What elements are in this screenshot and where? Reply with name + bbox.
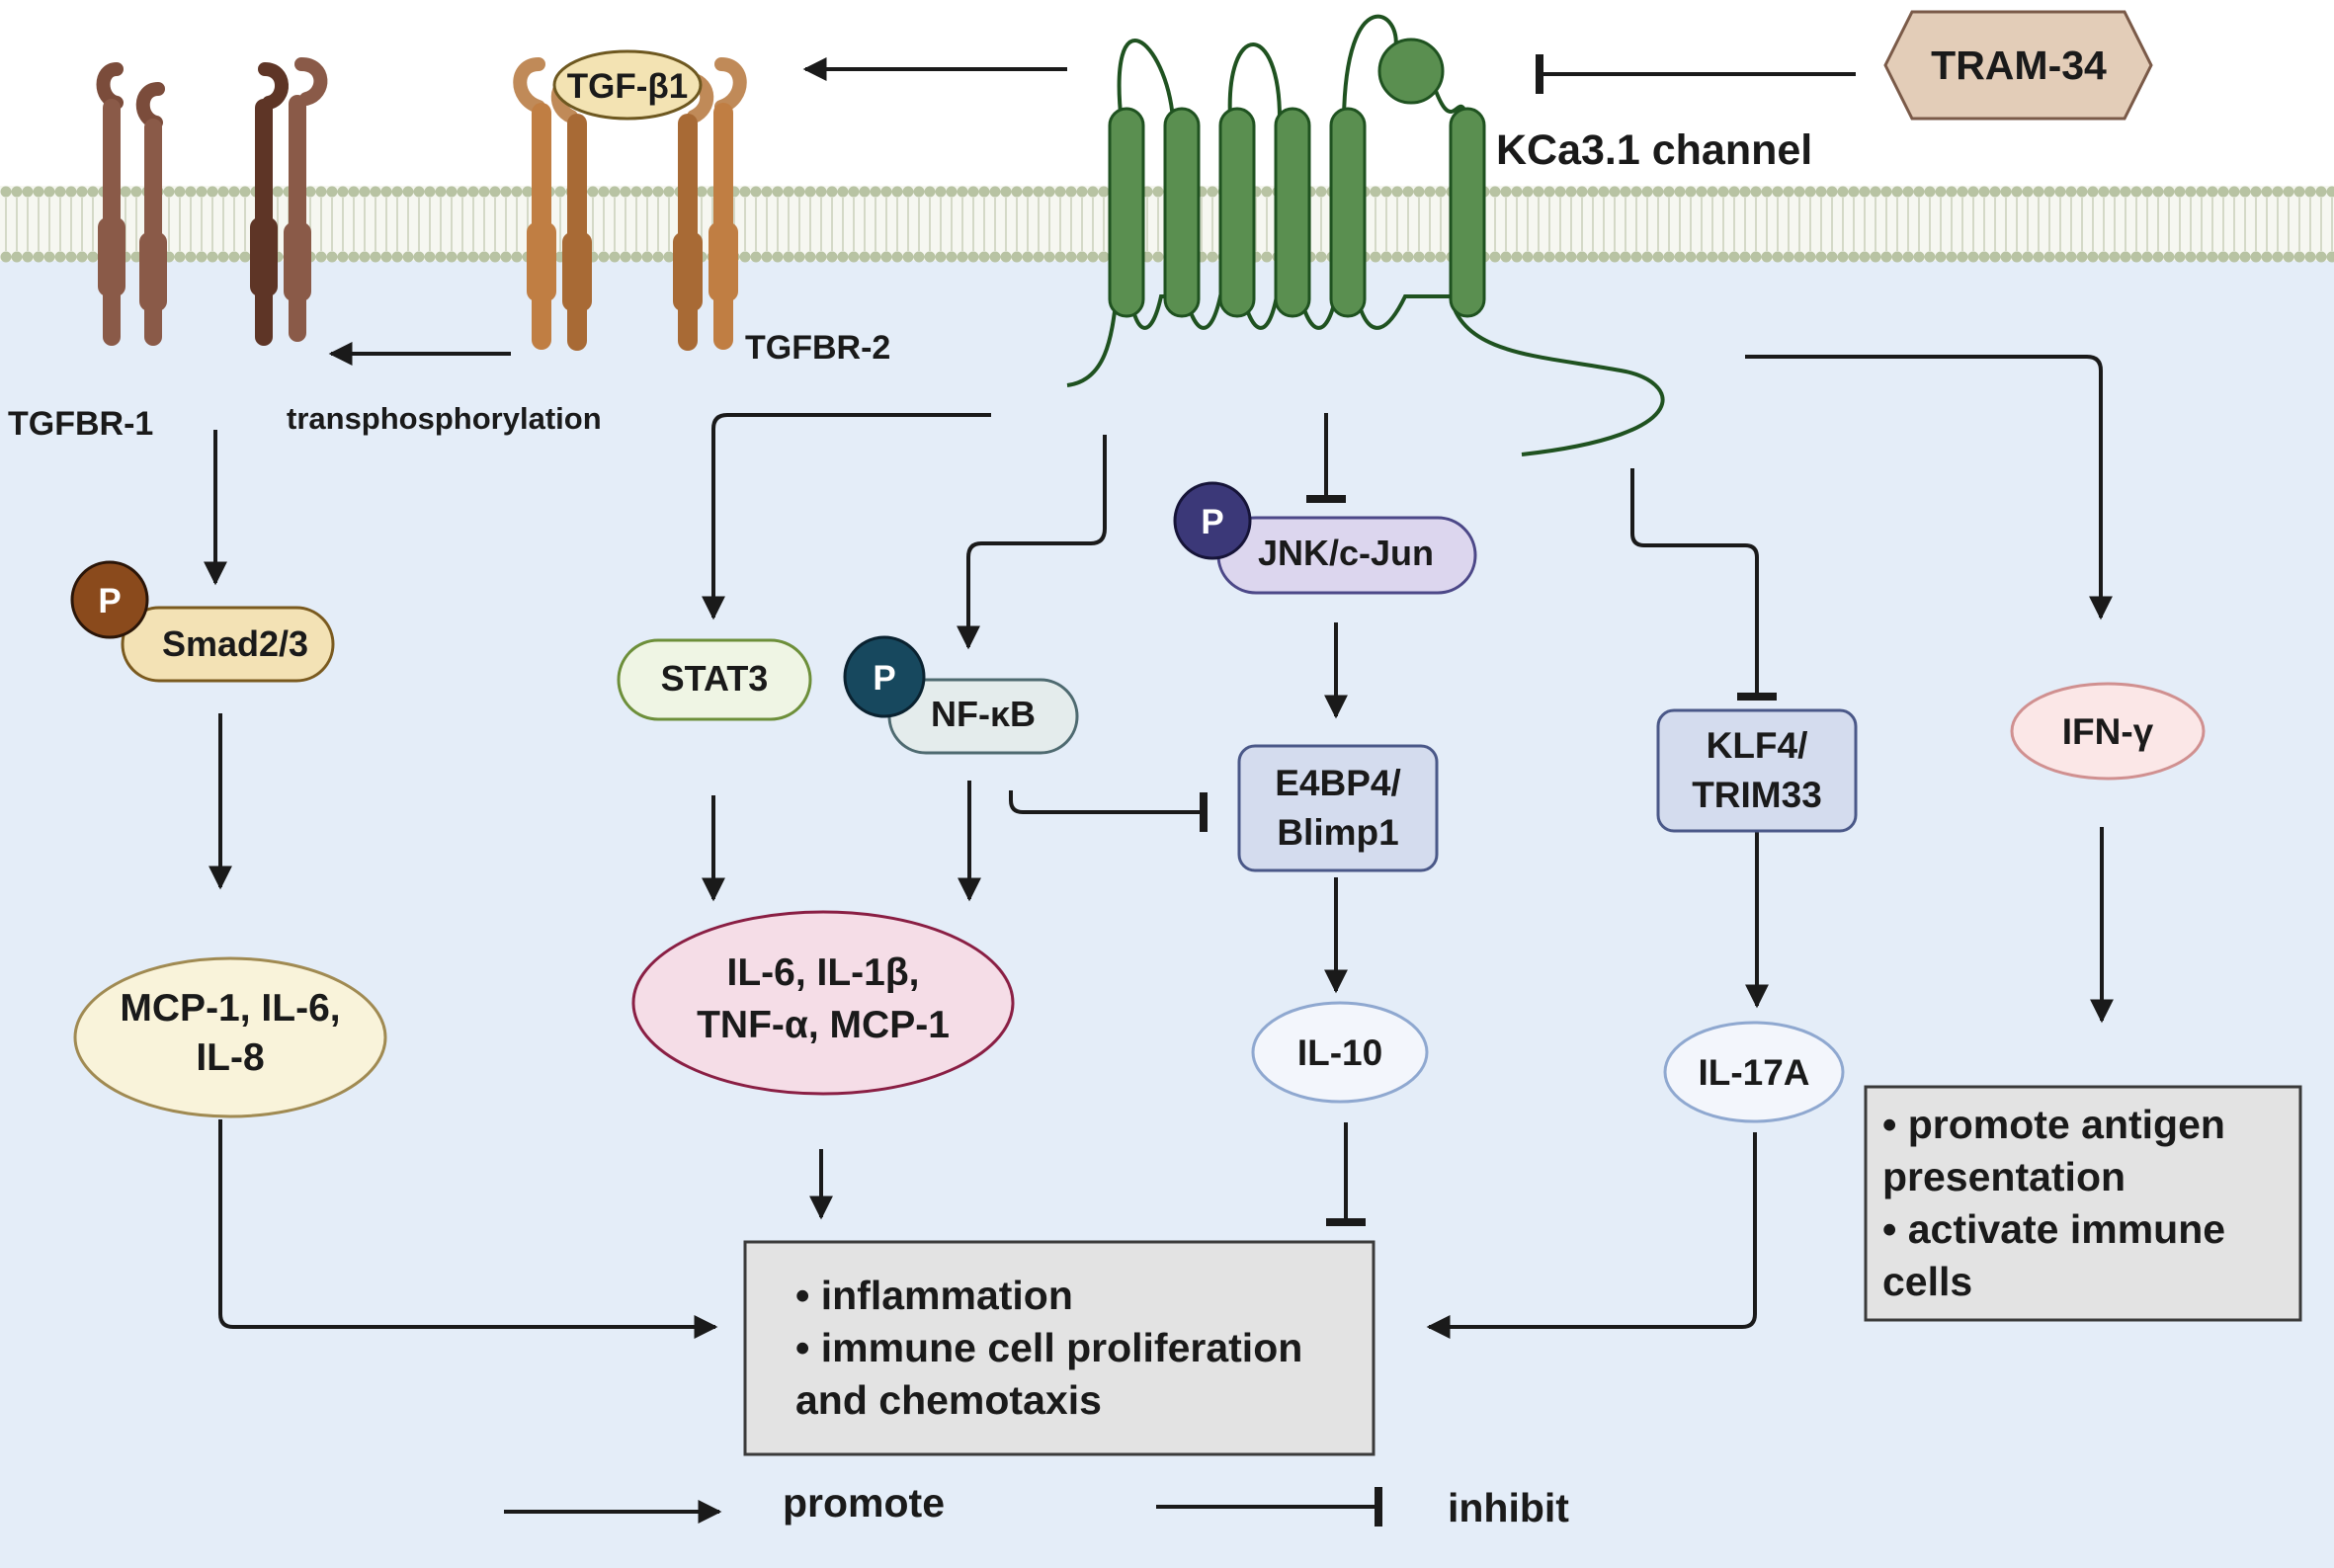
klf4-label-line1: KLF4/: [1707, 725, 1808, 766]
cytokines-label-line1: IL-6, IL-1β,: [727, 951, 920, 994]
antigen-line3: • activate immune: [1882, 1206, 2225, 1252]
outcome-line2: • immune cell proliferation: [795, 1325, 1302, 1370]
ifng-label: IFN-γ: [2062, 711, 2154, 752]
jnk-phospho-label: P: [1201, 503, 1223, 541]
jnk-label: JNK/c-Jun: [1258, 533, 1434, 573]
il17a-node: IL-17A: [1663, 1021, 1845, 1123]
klf4-node: KLF4/ TRIM33: [1656, 708, 1858, 833]
smad-label: Smad2/3: [162, 623, 308, 664]
outcome-line3: and chemotaxis: [795, 1377, 1102, 1423]
mcp-il6-il8-node: MCP-1, IL-6, IL-8: [73, 956, 387, 1118]
outcome-line1: • inflammation: [795, 1273, 1073, 1318]
e4bp4-node: E4BP4/ Blimp1: [1237, 744, 1439, 872]
transphosphorylation-label: transphosphorylation: [287, 401, 602, 436]
tgfbr2-label: TGFBR-2: [745, 329, 890, 367]
e4bp4-label-line2: Blimp1: [1277, 812, 1398, 853]
jnk-node: JNK/c-Jun P: [1173, 481, 1477, 595]
tgf-beta1-ligand: TGF-β1: [552, 49, 703, 121]
cell-membrane: [0, 186, 2334, 263]
nfkb-phospho-label: P: [873, 659, 895, 698]
il10-node: IL-10: [1251, 1001, 1429, 1104]
tgfbr1-receptor: [96, 57, 328, 346]
tgfbr1-label: TGFBR-1: [8, 405, 153, 443]
nfkb-node: NF-κB P: [843, 635, 1079, 755]
pathway-connectors: [204, 54, 2114, 1339]
tgfbr2-receptor: [513, 57, 747, 351]
antigen-line1: • promote antigen: [1882, 1102, 2225, 1147]
mcp-il6-il8-label-line1: MCP-1, IL-6,: [120, 987, 340, 1030]
cytokines-label-line2: TNF-α, MCP-1: [697, 1004, 950, 1046]
legend-promote-label: promote: [783, 1480, 945, 1526]
antigen-line4: cells: [1882, 1259, 1972, 1304]
cytokines-node: IL-6, IL-1β, TNF-α, MCP-1: [631, 910, 1015, 1096]
stat3-node: STAT3: [617, 638, 812, 721]
e4bp4-label-line1: E4BP4/: [1275, 763, 1401, 803]
legend: promote inhibit: [504, 1480, 1569, 1530]
ifng-node: IFN-γ: [2010, 682, 2206, 781]
smad-phospho-label: P: [98, 582, 121, 620]
il17a-label: IL-17A: [1698, 1052, 1809, 1093]
stat3-label: STAT3: [661, 658, 769, 699]
antigen-outcome-box: • promote antigen presentation • activat…: [1864, 1085, 2302, 1322]
antigen-line2: presentation: [1882, 1154, 2126, 1199]
kca31-channel: [1066, 14, 1665, 456]
tram34-inhibitor: TRAM-34: [1883, 10, 2153, 121]
smad-node: Smad2/3 P: [70, 560, 335, 683]
kca31-channel-label: KCa3.1 channel: [1496, 126, 1812, 174]
mcp-il6-il8-label-line2: IL-8: [196, 1036, 264, 1079]
legend-inhibit-label: inhibit: [1448, 1485, 1569, 1530]
inflammation-outcome-box: • inflammation • immune cell proliferati…: [743, 1240, 1375, 1456]
tgf-beta1-label: TGF-β1: [567, 67, 688, 106]
klf4-label-line2: TRIM33: [1692, 775, 1822, 815]
nfkb-label: NF-κB: [931, 694, 1036, 734]
tram34-label: TRAM-34: [1931, 42, 2107, 88]
il10-label: IL-10: [1297, 1032, 1382, 1073]
